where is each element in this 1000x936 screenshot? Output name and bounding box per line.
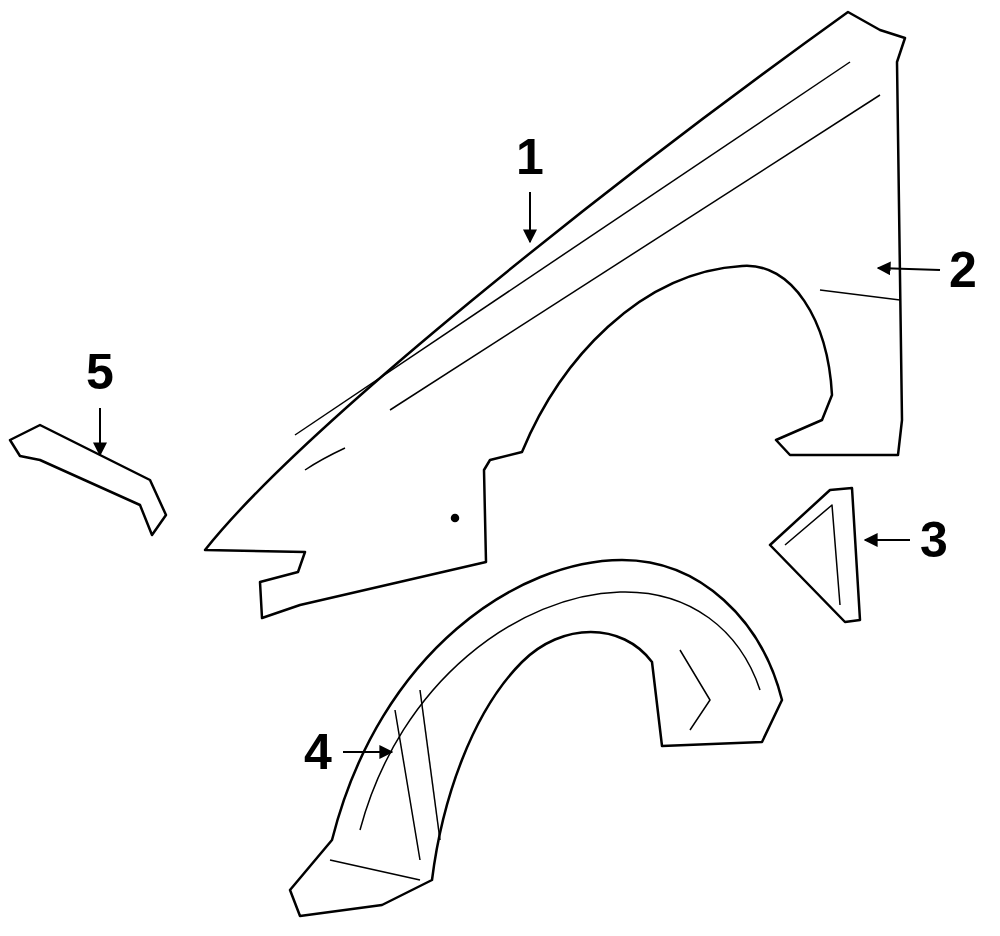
fender-hole <box>452 515 458 521</box>
leader-arrow <box>529 192 531 242</box>
callout-number: 3 <box>918 515 950 565</box>
fender-bracket <box>785 505 840 605</box>
wheel-liner-rib <box>360 592 760 830</box>
fender-line <box>295 62 850 435</box>
fender-strap <box>10 425 166 535</box>
fender-line <box>390 95 880 410</box>
leader-arrow <box>99 408 101 455</box>
leader-arrow <box>343 751 392 753</box>
leader-arrow <box>865 539 910 541</box>
wheel-liner-rib <box>420 690 440 840</box>
fender-flange <box>820 290 900 300</box>
callout-number: 1 <box>514 132 546 182</box>
leader-arrow <box>878 268 940 270</box>
callout-number: 5 <box>84 347 116 397</box>
fender-line <box>305 448 345 470</box>
wheel-liner <box>290 560 782 916</box>
wheel-liner-rib <box>330 860 420 880</box>
wheel-liner-rib <box>395 710 420 860</box>
callout-number: 2 <box>947 245 979 295</box>
wheel-liner-rib <box>680 650 710 730</box>
callout-number: 4 <box>302 727 334 777</box>
fender-bracket <box>770 488 860 622</box>
